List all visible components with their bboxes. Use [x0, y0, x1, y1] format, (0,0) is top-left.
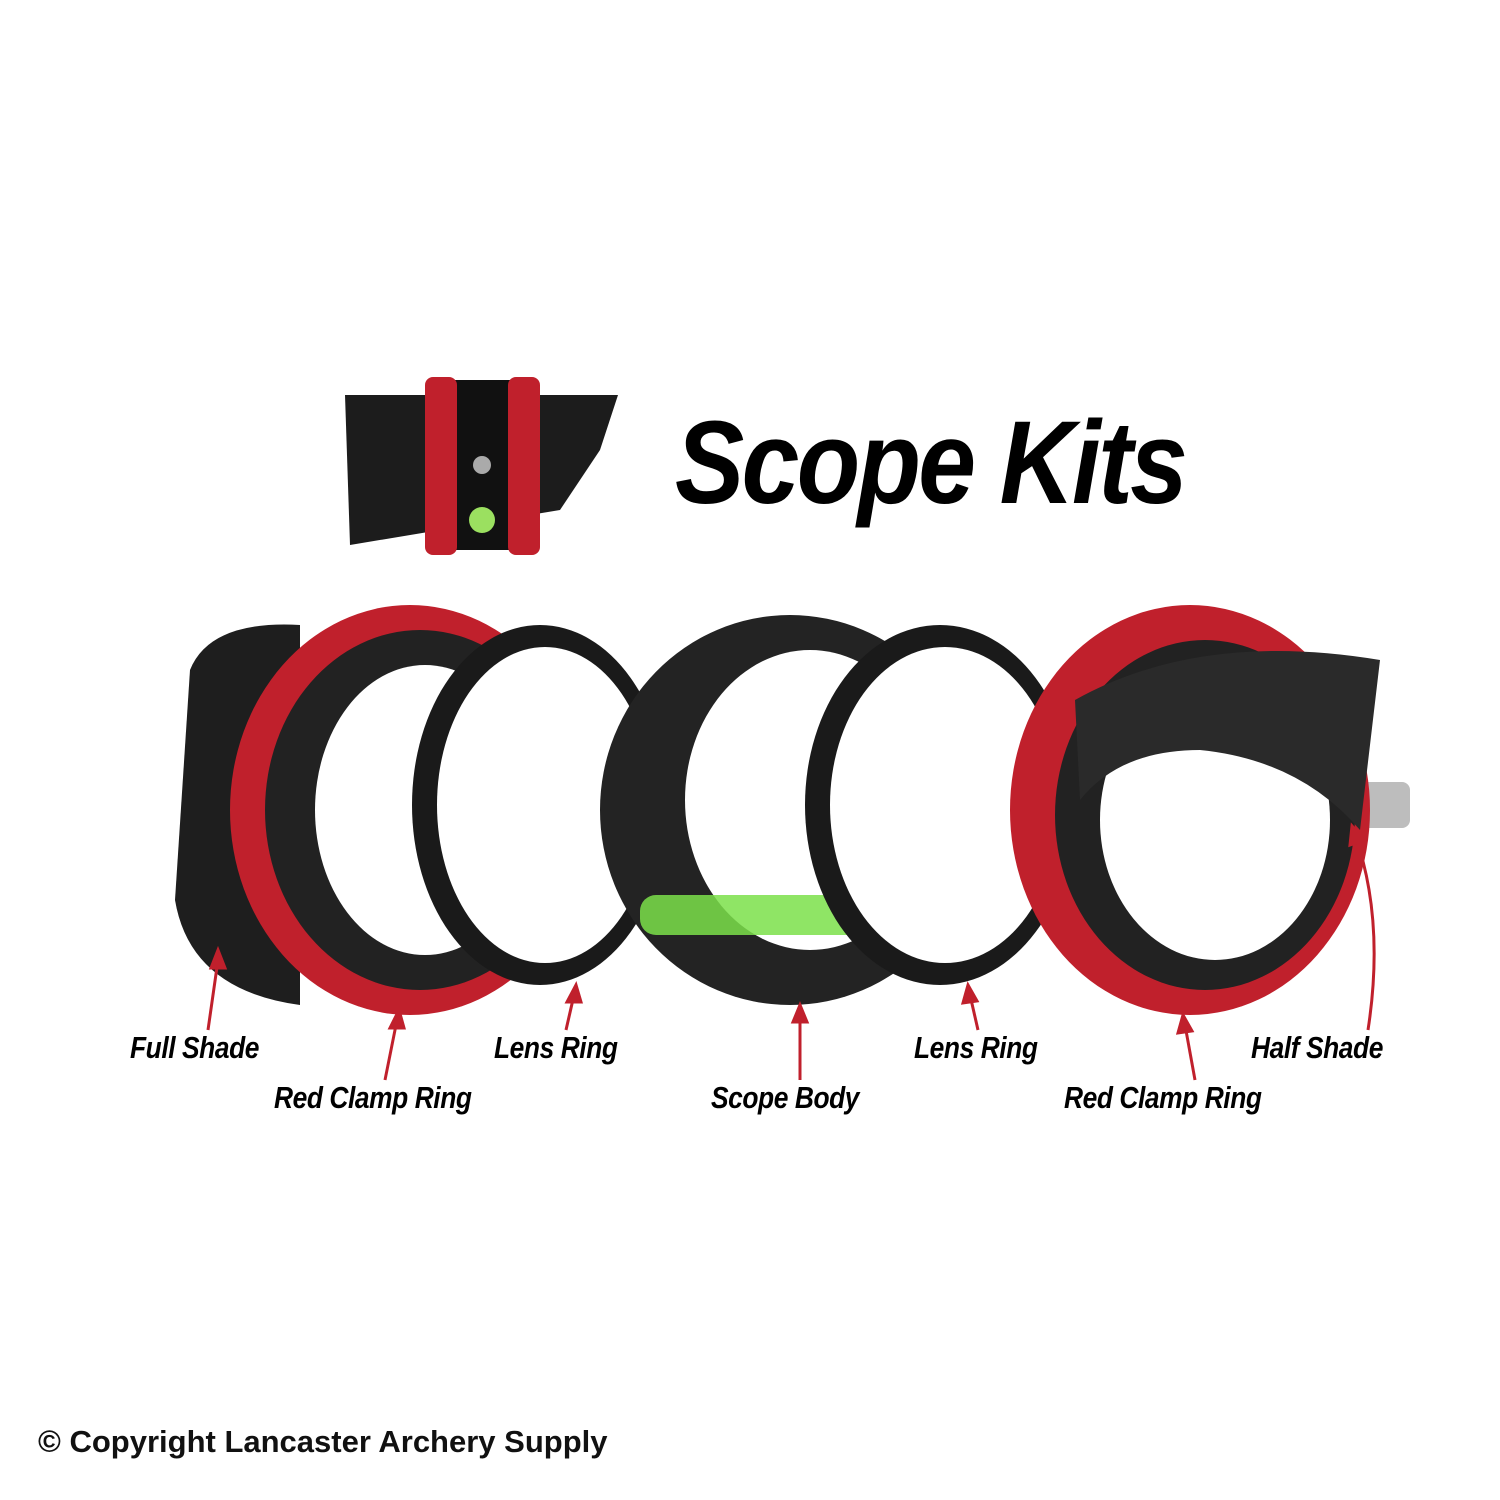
label-red-clamp-ring-left: Red Clamp Ring [274, 1080, 472, 1115]
label-full-shade: Full Shade [130, 1030, 259, 1065]
half-shade-image [1075, 651, 1380, 830]
label-lens-ring-right: Lens Ring [914, 1030, 1038, 1065]
assembled-scope-image [345, 377, 618, 555]
label-red-clamp-ring-right: Red Clamp Ring [1064, 1080, 1262, 1115]
copyright-text: © Copyright Lancaster Archery Supply [38, 1424, 608, 1459]
label-scope-body: Scope Body [711, 1080, 860, 1115]
lens-ring-left-image [412, 625, 668, 985]
label-half-shade: Half Shade [1251, 1030, 1383, 1065]
label-lens-ring-left: Lens Ring [494, 1030, 618, 1065]
page-title: Scope Kits [675, 397, 1188, 529]
label-arrows [206, 822, 1376, 1081]
lens-ring-right-image [805, 625, 1075, 985]
